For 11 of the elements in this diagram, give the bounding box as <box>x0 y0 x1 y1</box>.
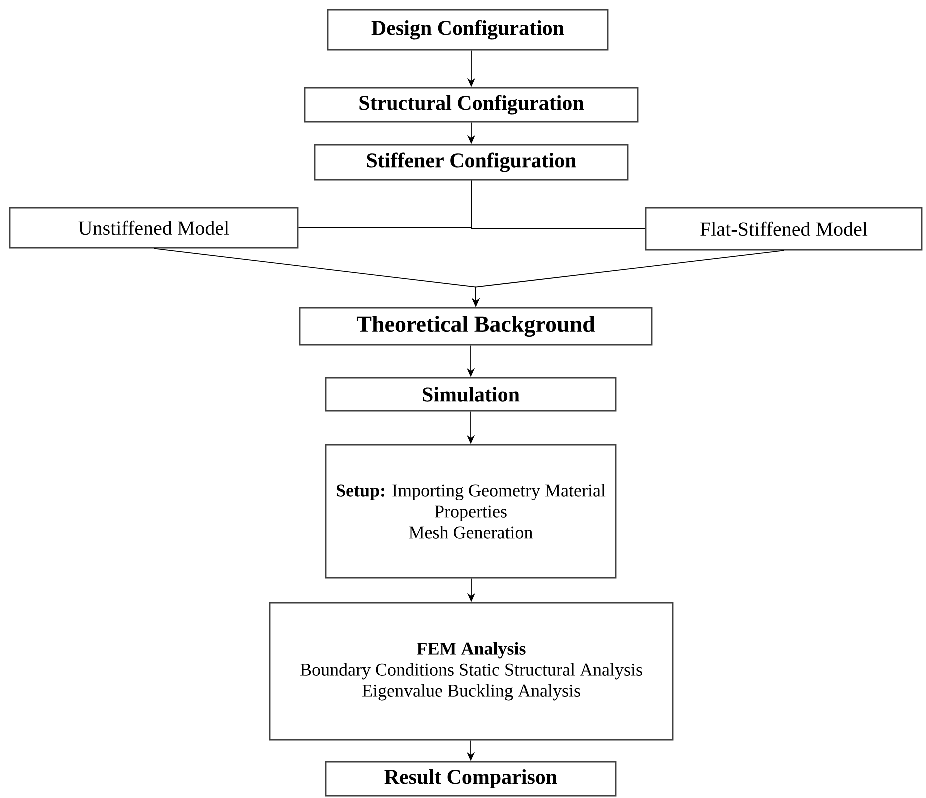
process-box: Result Comparison <box>325 761 617 797</box>
process-box: Setup: Importing Geometry Material Properties Mesh Generation <box>325 444 617 579</box>
process-box: Design Configuration <box>327 9 609 51</box>
connector-line <box>471 180 646 230</box>
process-box: Theoretical Background <box>299 307 653 346</box>
model-box: Flat-Stiffened Model <box>645 207 923 251</box>
process-box: FEM Analysis Boundary Conditions Static Structural Analysis Eigenvalue Buckling Analysis <box>269 602 674 741</box>
process-box: Simulation <box>325 377 617 412</box>
model-box: Unstiffened Model <box>9 207 299 249</box>
process-box: Stiffener Configuration <box>314 144 629 181</box>
process-box: Structural Configuration <box>304 87 639 123</box>
